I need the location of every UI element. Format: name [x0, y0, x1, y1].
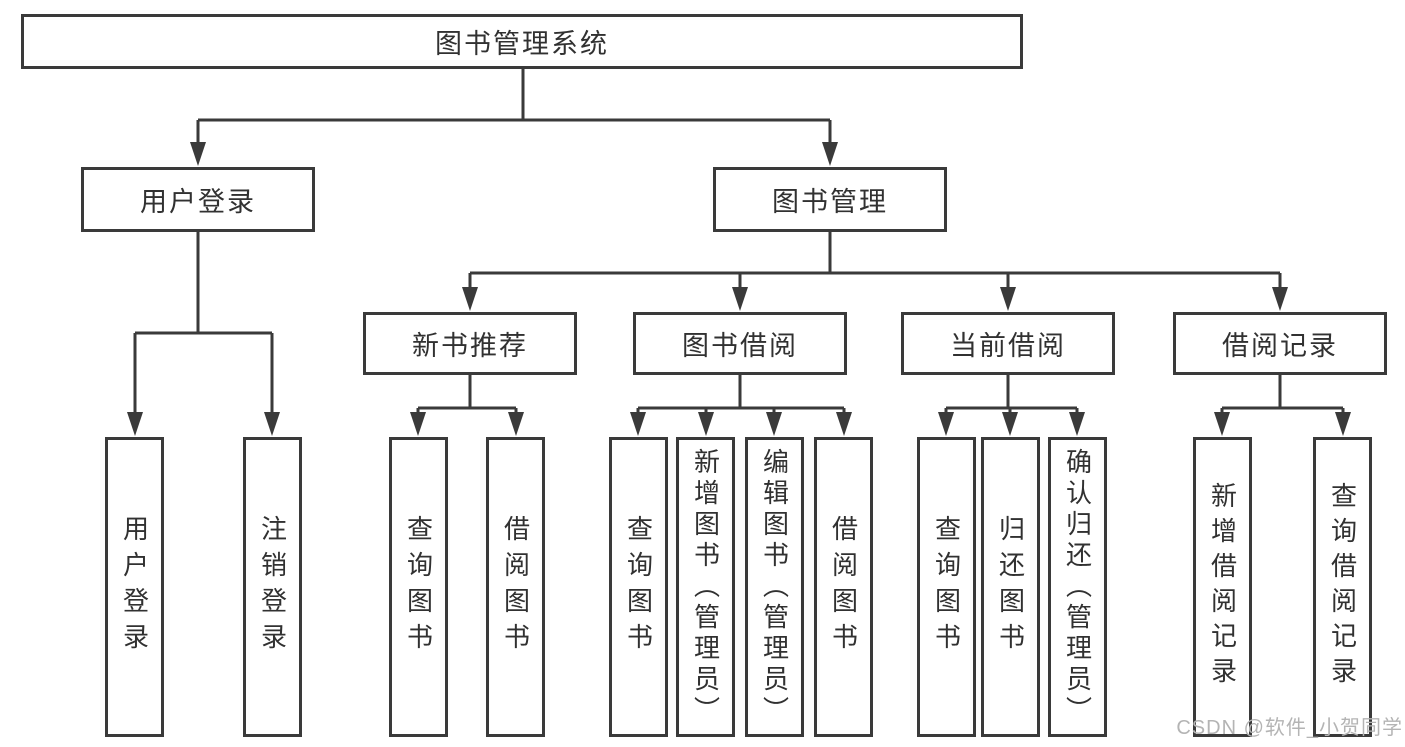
node-current-borrowing: 当前借阅 — [901, 312, 1115, 375]
leaf-label: 借阅图书 — [828, 515, 859, 659]
node-label: 新书推荐 — [412, 331, 528, 361]
node-label: 图书管理 — [772, 187, 888, 217]
leaf-label: 借阅图书 — [500, 515, 531, 659]
csdn-watermark: CSDN @软件_小贺同学 — [1176, 717, 1403, 739]
node-user-login: 用户登录 — [81, 167, 315, 232]
connector-newbook-to-leaves — [410, 375, 524, 436]
leaf-logout: 注销登录 — [243, 437, 302, 737]
leaf-borrow-books-borrowing: 借阅图书 — [814, 437, 873, 737]
node-label: 图书借阅 — [682, 331, 798, 361]
leaf-label: 注销登录 — [257, 515, 288, 659]
connector-root-to-level2 — [190, 69, 838, 166]
leaf-return-books: 归还图书 — [981, 437, 1040, 737]
node-new-book-recommend: 新书推荐 — [363, 312, 577, 375]
leaf-confirm-return-admin: 确认归还（管理员） — [1048, 437, 1107, 737]
leaf-label: 确认归还（管理员） — [1062, 447, 1093, 727]
leaf-label: 用户登录 — [119, 515, 150, 659]
node-label: 图书管理系统 — [435, 29, 609, 59]
connector-bookmgmt-to-level3 — [462, 232, 1288, 311]
leaf-label: 查询图书 — [623, 515, 654, 659]
leaf-query-borrow-record: 查询借阅记录 — [1313, 437, 1372, 737]
leaf-label: 查询图书 — [931, 515, 962, 659]
connector-current-to-leaves — [938, 375, 1085, 436]
connector-records-to-leaves — [1214, 375, 1351, 436]
node-root-system: 图书管理系统 — [21, 14, 1023, 69]
leaf-add-borrow-record: 新增借阅记录 — [1193, 437, 1252, 737]
node-book-borrowing: 图书借阅 — [633, 312, 847, 375]
leaf-query-books-current: 查询图书 — [917, 437, 976, 737]
leaf-query-books-newbook: 查询图书 — [389, 437, 448, 737]
leaf-edit-books-admin: 编辑图书（管理员） — [745, 437, 804, 737]
node-label: 用户登录 — [140, 187, 256, 217]
node-borrowing-records: 借阅记录 — [1173, 312, 1387, 375]
leaf-label: 查询借阅记录 — [1327, 482, 1358, 692]
connector-login-to-leaves — [127, 232, 280, 436]
leaf-label: 新增借阅记录 — [1207, 482, 1238, 692]
connector-borrowing-to-leaves — [630, 375, 852, 436]
node-label: 借阅记录 — [1222, 331, 1338, 361]
leaf-label: 编辑图书（管理员） — [759, 447, 790, 727]
leaf-label: 新增图书（管理员） — [690, 447, 721, 727]
leaf-borrow-books-newbook: 借阅图书 — [486, 437, 545, 737]
leaf-add-books-admin: 新增图书（管理员） — [676, 437, 735, 737]
leaf-label: 查询图书 — [403, 515, 434, 659]
node-book-management: 图书管理 — [713, 167, 947, 232]
node-label: 当前借阅 — [950, 331, 1066, 361]
leaf-label: 归还图书 — [995, 515, 1026, 659]
leaf-query-books-borrowing: 查询图书 — [609, 437, 668, 737]
leaf-user-login: 用户登录 — [105, 437, 164, 737]
